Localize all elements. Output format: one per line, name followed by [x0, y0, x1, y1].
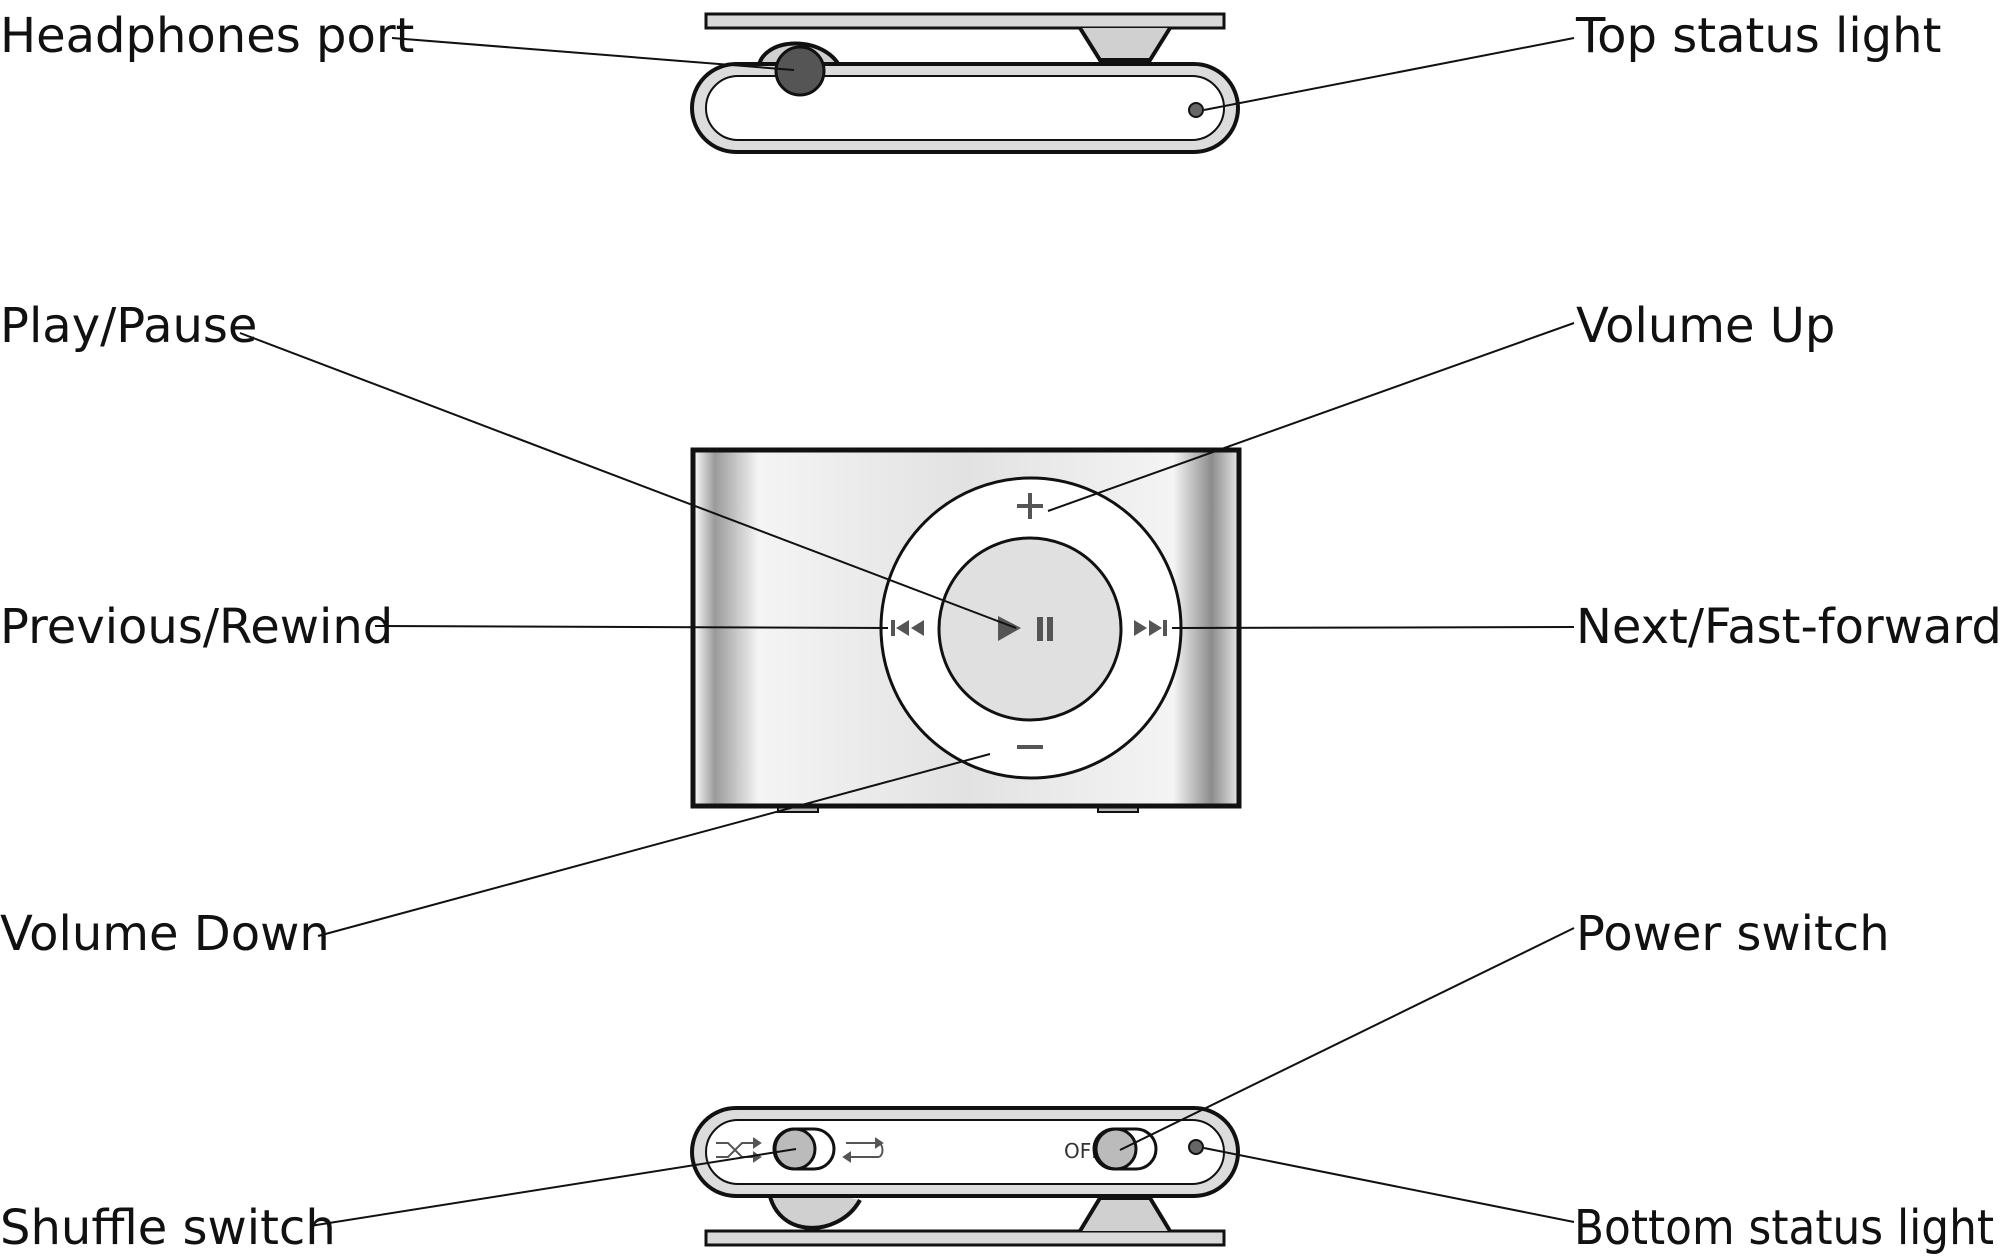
top-body-inner [705, 75, 1225, 141]
bottom-status-light [1188, 1139, 1204, 1155]
leader-shuffle-switch [309, 1148, 797, 1227]
shuffle-switch[interactable] [772, 1127, 836, 1171]
repeat-icon [842, 1137, 884, 1163]
leader-headphones-port [391, 37, 795, 71]
label-power-switch: Power switch [1576, 906, 1890, 962]
bottom-clip-notch [1078, 1196, 1172, 1233]
leader-play-pause [239, 332, 1017, 629]
label-bottom-status-light: Bottom status light [1574, 1200, 1994, 1256]
top-view [690, 12, 1240, 154]
label-volume-up: Volume Up [1576, 298, 1835, 354]
leader-top-status-light [1203, 37, 1575, 111]
play-pause-icon[interactable] [998, 616, 1053, 641]
minus-icon[interactable] [1017, 745, 1043, 749]
label-shuffle-switch: Shuffle switch [0, 1200, 336, 1256]
bottom-clip-bar [704, 1229, 1226, 1247]
leader-volume-down [317, 753, 991, 937]
headphones-port [774, 45, 826, 97]
top-clip-bar [704, 12, 1226, 30]
top-clip-notch [1078, 26, 1172, 62]
previous-icon[interactable] [891, 620, 924, 636]
next-icon[interactable] [1134, 620, 1167, 636]
top-status-light [1188, 102, 1204, 118]
bottom-view: OFF [690, 1106, 1240, 1247]
label-play-pause: Play/Pause [0, 298, 257, 354]
leader-lines [239, 37, 1575, 1227]
callout-labels: Headphones port Top status light Play/Pa… [0, 8, 2000, 1256]
label-headphones-port: Headphones port [0, 8, 414, 64]
power-switch[interactable] [1092, 1127, 1158, 1171]
leader-power-switch [1119, 927, 1575, 1151]
leader-bottom-status-light [1203, 1147, 1575, 1223]
label-volume-down: Volume Down [0, 906, 330, 962]
front-view [690, 447, 1242, 813]
plus-icon[interactable] [1017, 493, 1043, 519]
center-button[interactable] [937, 536, 1123, 722]
label-next-fast-forward: Next/Fast-forward [1576, 599, 2000, 655]
leader-volume-up [1047, 322, 1575, 512]
label-top-status-light: Top status light [1575, 8, 1941, 64]
label-previous-rewind: Previous/Rewind [0, 599, 393, 655]
leader-previous-rewind [374, 625, 889, 629]
leader-next-fast-forward [1171, 626, 1575, 629]
